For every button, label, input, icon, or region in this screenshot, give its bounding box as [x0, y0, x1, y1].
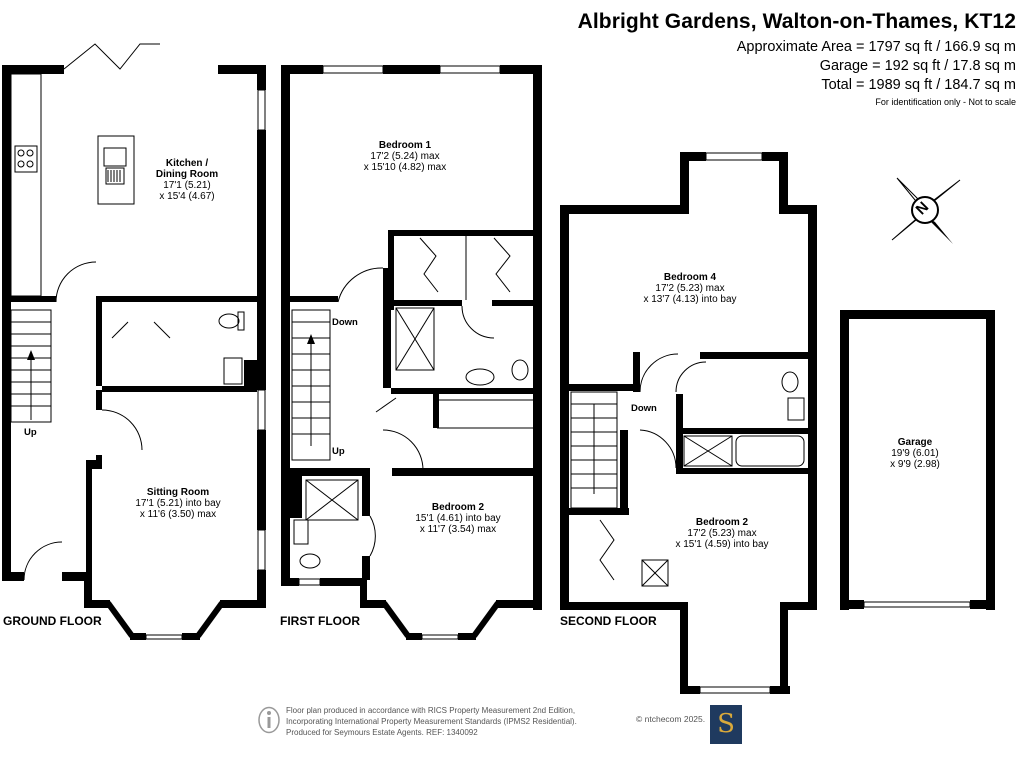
identification-note: For identification only - Not to scale	[875, 97, 1016, 107]
stairs-down-second: Down	[631, 403, 657, 414]
bedroom2-first-name: Bedroom 2	[431, 502, 485, 513]
room-label-kitchen: Kitchen / Dining Room 17'1 (5.21) x 15'4…	[132, 158, 242, 202]
kitchen-name-2: Dining Room	[155, 169, 219, 180]
bedroom2-second-dim-2: x 15'1 (4.59) into bay	[675, 539, 769, 550]
bedroom2-first-dim-1: 15'1 (4.61) into bay	[415, 513, 501, 524]
floor-label-ground: GROUND FLOOR	[3, 614, 102, 628]
total-area-text: Total = 1989 sq ft / 184.7 sq m	[821, 77, 1016, 93]
room-label-bedroom-2-first: Bedroom 2 15'1 (4.61) into bay x 11'7 (3…	[395, 502, 521, 535]
room-label-bedroom-1: Bedroom 1 17'2 (5.24) max x 15'10 (4.82)…	[345, 140, 465, 173]
first-floor-plan	[281, 65, 542, 640]
room-label-bedroom-2-second: Bedroom 2 17'2 (5.23) max x 15'1 (4.59) …	[655, 517, 789, 550]
footer-line-1: Floor plan produced in accordance with R…	[286, 706, 576, 715]
stairs-down-first: Down	[332, 317, 358, 328]
garage-name: Garage	[897, 437, 933, 448]
seymours-logo: S	[710, 705, 742, 744]
bedroom1-dim-2: x 15'10 (4.82) max	[363, 162, 447, 173]
second-floor-plan	[560, 152, 817, 694]
kitchen-name: Kitchen /	[165, 158, 209, 169]
compass-icon	[891, 177, 961, 244]
copyright-text: © ntchecom 2025.	[636, 714, 706, 724]
sitting-name: Sitting Room	[146, 487, 210, 498]
sitting-dim-1: 17'1 (5.21) into bay	[135, 498, 221, 509]
bedroom4-name: Bedroom 4	[663, 272, 717, 283]
page-title: Albright Gardens, Walton-on-Thames, KT12	[577, 10, 1016, 33]
room-label-sitting: Sitting Room 17'1 (5.21) into bay x 11'6…	[110, 487, 246, 520]
footer-text: Floor plan produced in accordance with R…	[286, 705, 577, 738]
bedroom2-second-name: Bedroom 2	[695, 517, 749, 528]
info-icon	[258, 706, 280, 734]
bedroom2-first-dim-2: x 11'7 (3.54) max	[419, 524, 497, 535]
bedroom4-dim-2: x 13'7 (4.13) into bay	[643, 294, 737, 305]
floor-label-second: SECOND FLOOR	[560, 614, 657, 628]
bedroom2-second-dim-1: 17'2 (5.23) max	[687, 528, 757, 539]
room-label-bedroom-4: Bedroom 4 17'2 (5.23) max x 13'7 (4.13) …	[620, 272, 760, 305]
bedroom4-dim-1: 17'2 (5.23) max	[655, 283, 725, 294]
floor-label-first: FIRST FLOOR	[280, 614, 360, 628]
bedroom1-dim-1: 17'2 (5.24) max	[370, 151, 440, 162]
room-label-garage: Garage 19'9 (6.01) x 9'9 (2.98)	[860, 437, 970, 470]
garage-plan	[840, 310, 995, 610]
ground-floor-plan	[2, 43, 266, 640]
footer-line-2: Incorporating International Property Mea…	[286, 717, 577, 726]
header-block: Albright Gardens, Walton-on-Thames, KT12…	[578, 10, 1016, 107]
sitting-dim-2: x 11'6 (3.50) max	[139, 509, 217, 520]
kitchen-dim-1: 17'1 (5.21)	[163, 180, 211, 191]
garage-area-text: Garage = 192 sq ft / 17.8 sq m	[819, 58, 1016, 74]
footer-line-3: Produced for Seymours Estate Agents. REF…	[286, 728, 478, 737]
approx-area-text: Approximate Area = 1797 sq ft / 166.9 sq…	[736, 39, 1016, 55]
kitchen-dim-2: x 15'4 (4.67)	[159, 191, 215, 202]
stairs-up-ground: Up	[24, 427, 37, 438]
garage-dim-2: x 9'9 (2.98)	[890, 459, 940, 470]
garage-dim-1: 19'9 (6.01)	[891, 448, 939, 459]
bedroom1-name: Bedroom 1	[378, 140, 432, 151]
stairs-up-first: Up	[332, 446, 345, 457]
